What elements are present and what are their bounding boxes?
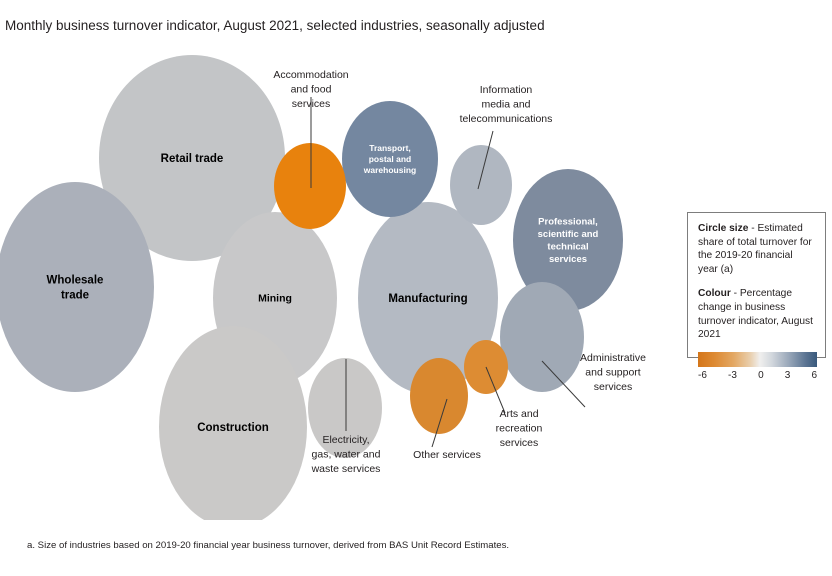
bubble-label-construction: Construction — [197, 422, 269, 434]
legend-size-description: Circle size - Estimated share of total t… — [698, 222, 815, 276]
legend-colour-gradient-bar — [698, 351, 817, 367]
bubble-electricity-gas-water-and-waste-services[interactable] — [308, 358, 382, 458]
bubble-label-manufacturing: Manufacturing — [388, 293, 467, 305]
leader-line-administrative-and-support-services — [541, 360, 586, 408]
bubble-professional-scientific-and-technical-services[interactable] — [513, 169, 623, 311]
footnote: a. Size of industries based on 2019-20 f… — [27, 540, 510, 551]
legend-colour-text: - Percentage change in business turnover… — [698, 288, 813, 341]
legend-colour-description: Colour - Percentage change in business t… — [698, 287, 815, 341]
bubble-wholesale-trade[interactable] — [0, 182, 154, 392]
leader-line-arts-and-recreation-services — [485, 366, 506, 414]
bubble-construction[interactable] — [159, 326, 307, 520]
page-title: Monthly business turnover indicator, Aug… — [5, 18, 545, 33]
legend-colour-heading: Colour — [698, 288, 731, 300]
legend-tick-labels: -6 -3 0 3 6 — [698, 370, 817, 381]
bubble-transport-postal-and-warehousing[interactable] — [342, 101, 438, 217]
leader-line-other-services — [431, 398, 448, 448]
bubble-accommodation-and-food-services[interactable] — [274, 143, 346, 229]
bubble-manufacturing[interactable] — [358, 202, 498, 394]
legend-tick-3: 3 — [784, 369, 791, 381]
bubble-other-services[interactable] — [410, 358, 468, 434]
bubble-retail-trade[interactable] — [99, 55, 285, 261]
bubble-administrative-and-support-services[interactable] — [500, 282, 584, 392]
legend-size-heading: Circle size — [698, 223, 749, 234]
legend-tick-4: 6 — [811, 369, 817, 381]
legend-tick-0: -6 — [698, 369, 707, 381]
bubble-information-media-and-telecommunications[interactable] — [450, 145, 512, 225]
legend-tick-2: 0 — [758, 369, 764, 381]
legend-tick-1: -3 — [728, 369, 737, 381]
callout-label-other-services: Other services — [413, 449, 481, 461]
leader-line-information-media-and-telecommunications — [477, 130, 494, 190]
leader-lines-group — [310, 97, 586, 448]
legend-panel: Circle size - Estimated share of total t… — [687, 212, 826, 381]
bubble-label-mining: Mining — [258, 293, 292, 305]
bubble-label-retail-trade: Retail trade — [161, 153, 224, 165]
legend-size-text: - Estimated share of total turnover for … — [698, 223, 812, 275]
